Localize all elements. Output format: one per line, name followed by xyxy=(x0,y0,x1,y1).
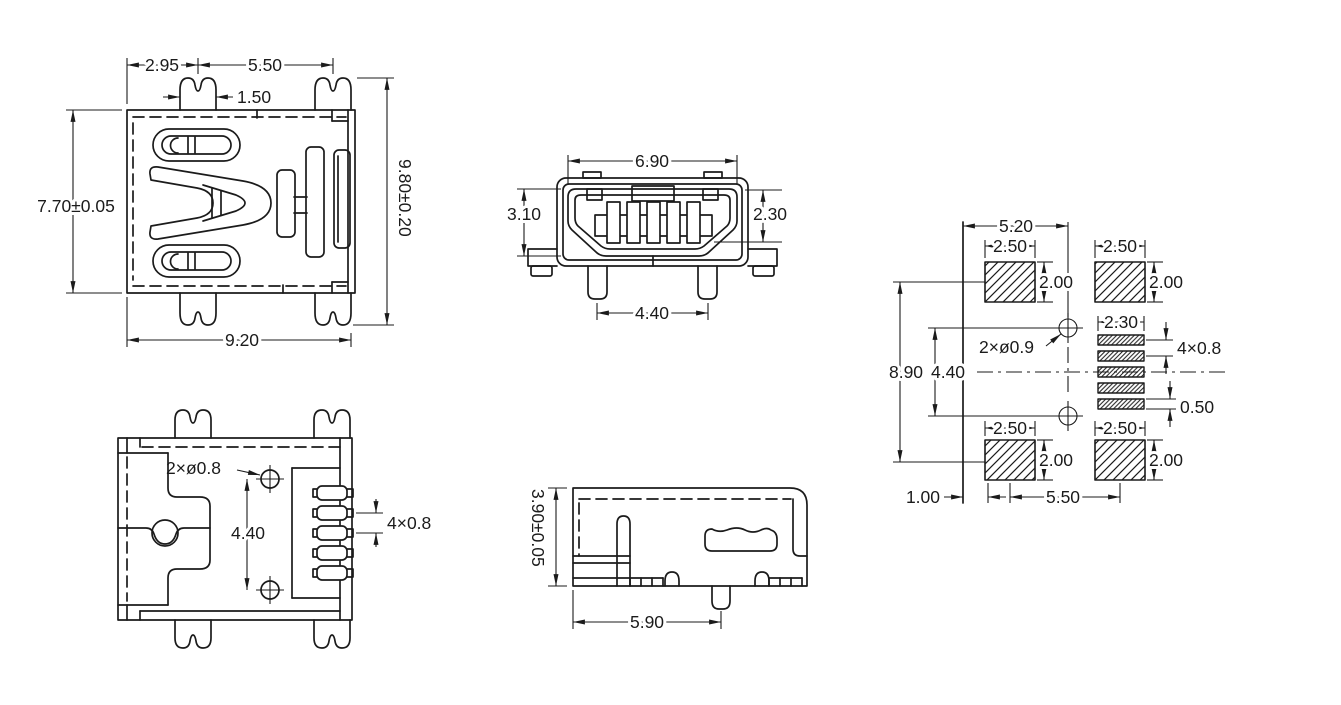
solder-pad xyxy=(984,261,1036,303)
plug-opening xyxy=(567,188,738,257)
dim-leg-pitch: 4.40 xyxy=(635,303,669,323)
latch-spring xyxy=(149,166,272,240)
dim-pad3-w: 2.50 xyxy=(993,418,1027,438)
dim-body-depth: 7.70±0.05 xyxy=(37,196,115,216)
bottom-view: 2×ø0.8 4.40 4×0.8 xyxy=(117,409,431,649)
dim-height: 3.90±0.05 xyxy=(528,489,548,567)
mounting-tab xyxy=(174,409,212,439)
polarization-notch xyxy=(631,185,675,202)
dim-opening-width: 6.90 xyxy=(635,151,669,171)
side-view-geometry xyxy=(572,487,808,610)
side-view: 3.90±0.05 5.90 xyxy=(525,486,808,635)
bottom-view-geometry xyxy=(117,409,354,649)
solder-leg xyxy=(587,265,608,300)
dim-hole-pitch: 4.40 xyxy=(931,362,965,382)
footprint-geometry xyxy=(962,221,1225,504)
footprint-dimensions xyxy=(893,223,1176,503)
dim-pad1-h: 2.00 xyxy=(1039,272,1073,292)
dim-tab-width: 1.50 xyxy=(237,87,271,107)
dim-edge-offset: 1.00 xyxy=(906,487,940,507)
dim-pin-pad-height: 0.50 xyxy=(1180,397,1214,417)
mounting-tab xyxy=(314,77,352,111)
pin-pad xyxy=(1097,382,1145,394)
pin-pad xyxy=(1097,398,1145,410)
solder-leg xyxy=(697,265,718,300)
pcb-footprint-view: 5.20 2.50 2.50 2.00 2.00 8.90 4.40 2×ø0.… xyxy=(886,213,1225,510)
solder-pad xyxy=(1094,261,1146,303)
dim-hole-pitch: 4.40 xyxy=(231,523,265,543)
side-view-dimensions xyxy=(548,487,722,629)
center-contact xyxy=(276,146,325,258)
dim-tab-pitch: 5.50 xyxy=(248,55,282,75)
dim-body-width: 9.20 xyxy=(225,330,259,350)
bottom-view-dimensions xyxy=(236,469,383,590)
solder-pins xyxy=(312,485,354,581)
dim-pad2-h: 2.00 xyxy=(1149,272,1183,292)
contact-pins xyxy=(606,201,701,244)
dim-pad4-h: 2.00 xyxy=(1149,450,1183,470)
top-view: 2.95 5.50 1.50 7.70±0.05 9.80±0.20 9.20 xyxy=(34,52,418,353)
solder-leg xyxy=(711,585,731,610)
pin-pad xyxy=(1097,334,1145,346)
dim-pin-pitch: 4×0.8 xyxy=(387,513,431,533)
top-view-dimensions xyxy=(66,58,394,347)
front-view: 6.90 3.10 2.30 4.40 xyxy=(504,148,790,326)
dim-pad-row-pitch: 8.90 xyxy=(889,362,923,382)
dim-pad-col-pitch: 5.50 xyxy=(1046,487,1080,507)
side-flange xyxy=(527,248,558,267)
dim-opening-height: 3.10 xyxy=(507,204,541,224)
dim-inner-height: 2.30 xyxy=(753,204,787,224)
spring-contact-bottom xyxy=(152,244,241,278)
mounting-tab xyxy=(179,292,217,326)
solder-pad xyxy=(984,439,1036,481)
shell-seam-strip xyxy=(333,149,351,249)
mounting-tab xyxy=(179,77,217,111)
dim-locating-holes: 2×ø0.8 xyxy=(166,458,221,478)
spring-contact-top xyxy=(152,128,241,162)
dim-leg-offset: 5.90 xyxy=(630,612,664,632)
dim-holes: 2×ø0.9 xyxy=(979,337,1034,357)
mounting-tab xyxy=(313,409,351,439)
solder-pad xyxy=(1094,439,1146,481)
dim-overall-depth: 9.80±0.20 xyxy=(395,159,415,237)
dim-pad3-h: 2.00 xyxy=(1039,450,1073,470)
dim-pad2-w: 2.50 xyxy=(1103,236,1137,256)
mounting-tab xyxy=(313,619,351,649)
front-view-dimensions xyxy=(517,155,782,320)
locating-posts xyxy=(256,465,284,604)
dim-pad4-w: 2.50 xyxy=(1103,418,1137,438)
shell-dimple xyxy=(151,519,179,547)
mounting-tab xyxy=(314,292,352,326)
thru-holes xyxy=(1053,313,1083,431)
dim-pin-pad-pitch: 4×0.8 xyxy=(1177,338,1221,358)
side-flange xyxy=(747,248,778,267)
front-view-geometry xyxy=(527,171,778,300)
shell-emboss xyxy=(704,527,778,552)
dim-pad1-w: 2.50 xyxy=(993,236,1027,256)
dim-edge-to-holes: 5.20 xyxy=(999,216,1033,236)
dim-edge-to-tab: 2.95 xyxy=(145,55,179,75)
pin-pad xyxy=(1097,350,1145,362)
top-view-geometry xyxy=(126,77,356,326)
dim-pin-pad-width: 2.30 xyxy=(1104,312,1138,332)
mounting-tab xyxy=(174,619,212,649)
